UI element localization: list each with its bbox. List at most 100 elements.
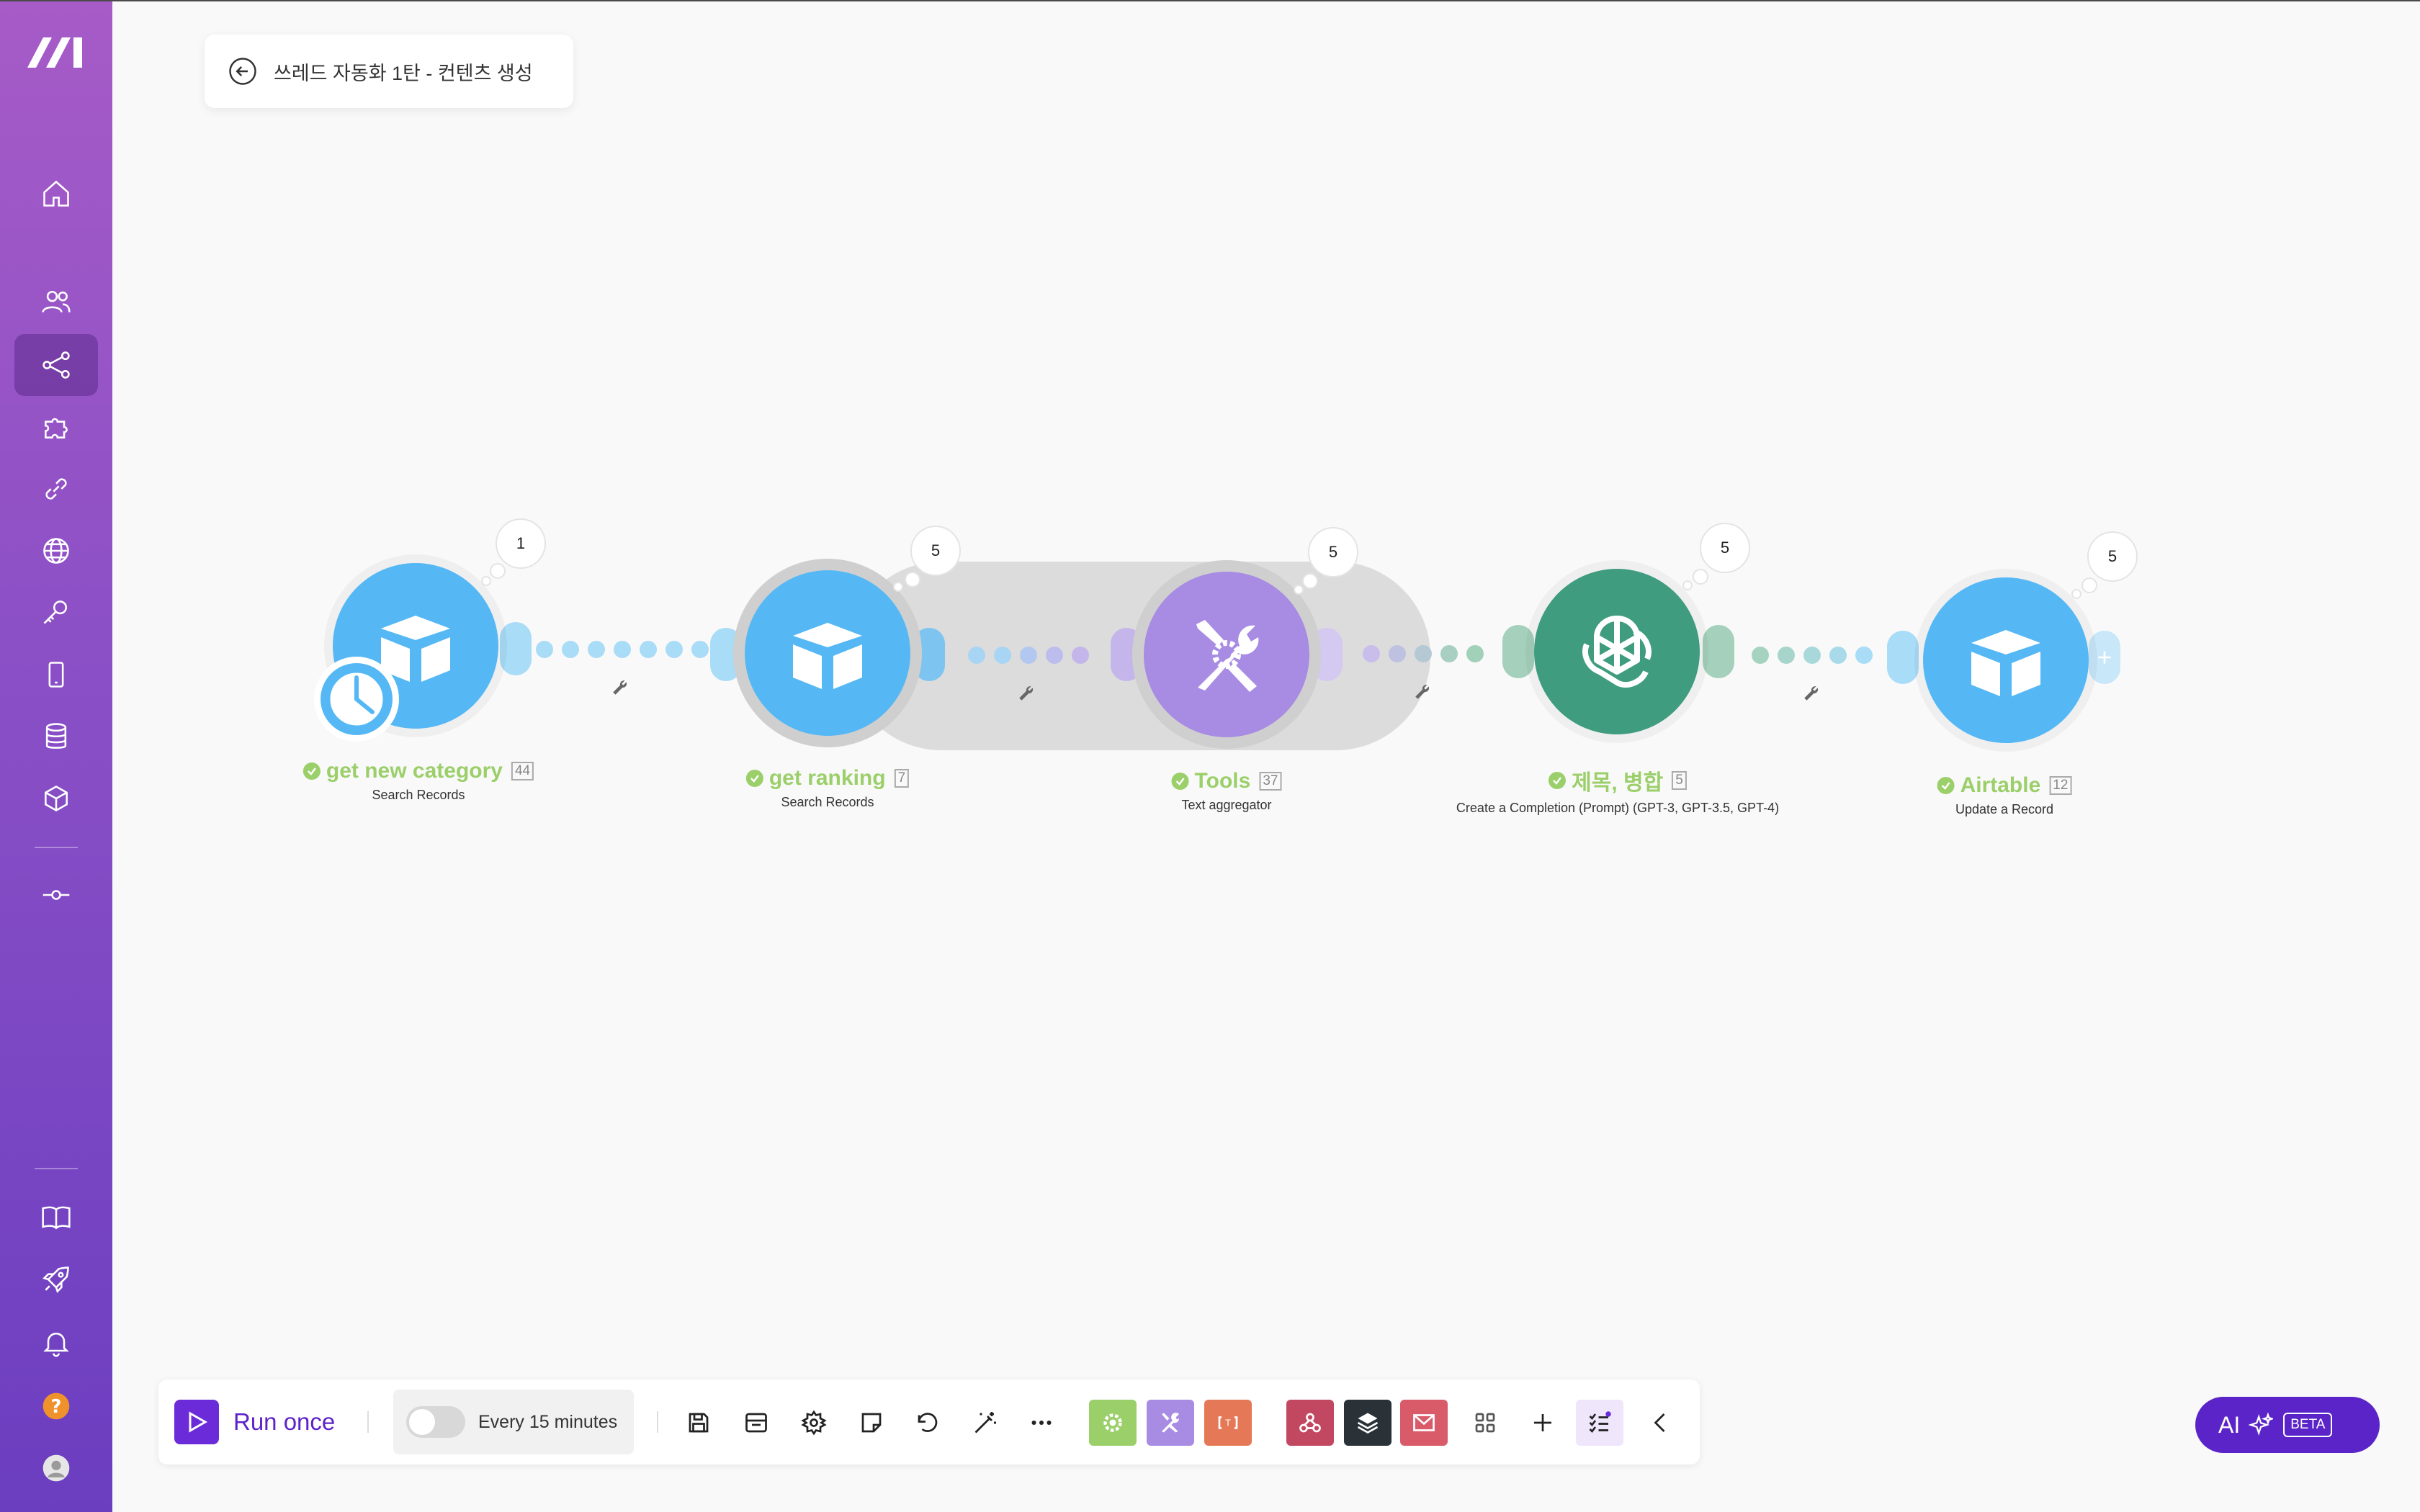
connection-dot [666, 641, 683, 658]
scenario-settings-button[interactable] [795, 1404, 833, 1441]
connection-dot [1440, 645, 1458, 662]
notes-button[interactable] [853, 1404, 890, 1441]
webhooks-tool[interactable] [1286, 1400, 1334, 1446]
sidebar-keys[interactable] [14, 582, 98, 644]
sidebar-help[interactable]: ? [14, 1375, 98, 1437]
sidebar-devices[interactable] [14, 644, 98, 706]
module-tools[interactable] [1144, 572, 1309, 737]
beta-badge: BETA [2283, 1413, 2333, 1437]
tools-tool[interactable] [1147, 1400, 1194, 1446]
operations-bubble[interactable]: 5 [1700, 523, 1750, 573]
module-name[interactable]: Tools [1194, 769, 1251, 793]
save-button[interactable] [680, 1404, 717, 1441]
sidebar-scenarios[interactable] [14, 334, 98, 396]
module-openai[interactable] [1534, 569, 1700, 734]
svg-text:T: T [1224, 1418, 1231, 1428]
wrench-icon[interactable] [1413, 683, 1432, 701]
node-input-port[interactable] [1111, 628, 1142, 681]
webhooks-icon [43, 538, 69, 564]
schedule-clock-badge[interactable] [314, 657, 399, 742]
connection-dot [1752, 647, 1769, 664]
scenario-title[interactable]: 쓰레드 자동화 1탄 - 컨텐츠 생성 [274, 62, 533, 84]
sidebar-flow-control[interactable] [14, 864, 98, 926]
toolbar-divider [367, 1411, 369, 1433]
datastores-icon [45, 723, 67, 749]
module-id: 5 [1672, 771, 1687, 790]
run-once-button[interactable]: Run once [174, 1400, 335, 1444]
airtable-box-icon [793, 623, 862, 689]
bubble-tail [1693, 569, 1708, 585]
collapse-toolbar-button[interactable] [1642, 1404, 1680, 1441]
airtable-box-icon [1971, 630, 2040, 696]
module-name[interactable]: get ranking [768, 766, 886, 790]
note-icon [861, 1413, 882, 1433]
bubble-tail [1682, 580, 1693, 590]
bubble-tail [2071, 589, 2081, 599]
module-subtitle: Create a Completion (Prompt) (GPT-3, GPT… [1456, 801, 1780, 815]
wrench-icon[interactable] [611, 678, 629, 697]
sidebar-docs[interactable] [14, 1187, 98, 1248]
node-output-port[interactable] [913, 628, 945, 681]
schedule-control: Every 15 minutes [393, 1390, 634, 1454]
sidebar-datastructures[interactable] [14, 768, 98, 829]
auto-align-button[interactable] [967, 1404, 1004, 1441]
undo-button[interactable] [909, 1404, 946, 1441]
sidebar-webhooks[interactable] [14, 520, 98, 582]
play-icon [174, 1400, 219, 1444]
module-name[interactable]: Airtable [1960, 773, 2041, 797]
scenarios-icon [42, 351, 70, 379]
checklist-button[interactable] [1576, 1400, 1623, 1446]
node-output-port[interactable] [500, 622, 532, 675]
make-logo-icon[interactable] [27, 32, 85, 75]
operations-bubble[interactable]: 5 [2087, 531, 2138, 582]
wrench-icon[interactable] [1017, 684, 1036, 703]
webhook-icon [1299, 1413, 1321, 1433]
operations-bubble[interactable]: 5 [910, 526, 961, 576]
airtable-box-icon [381, 616, 450, 682]
add-module-button[interactable] [1524, 1404, 1561, 1441]
sidebar-team[interactable] [14, 271, 98, 333]
home-icon [43, 180, 69, 207]
connection-dot [691, 641, 709, 658]
node-output-port[interactable] [1703, 625, 1734, 678]
text-parser-tool[interactable]: T [1204, 1400, 1252, 1446]
more-apps-button[interactable] [1466, 1404, 1504, 1441]
connection-dot [614, 641, 631, 658]
clock-icon [321, 663, 393, 735]
schedule-toggle[interactable] [406, 1406, 465, 1438]
sidebar-home[interactable] [14, 163, 98, 225]
sidebar-notifications[interactable] [14, 1312, 98, 1374]
wrench-icon[interactable] [1802, 684, 1821, 703]
module-name[interactable]: 제목, 병합 [1572, 771, 1664, 795]
text-parser-icon: T [1218, 1416, 1238, 1429]
module-get-ranking[interactable] [745, 570, 910, 736]
bubble-tail [481, 576, 491, 586]
node-input-port[interactable] [1887, 631, 1919, 684]
email-tool[interactable] [1400, 1400, 1448, 1446]
node-output-port[interactable] [1311, 628, 1343, 681]
flow-control-tool[interactable] [1089, 1400, 1137, 1446]
ai-assistant-button[interactable]: AI BETA [2195, 1397, 2380, 1453]
sidebar-templates[interactable] [14, 396, 98, 458]
module-name[interactable]: get new category [326, 759, 503, 783]
more-button[interactable] [1023, 1404, 1060, 1441]
plus-icon[interactable] [2095, 648, 2114, 667]
sidebar-profile[interactable] [14, 1437, 98, 1499]
sidebar-datastores[interactable] [14, 706, 98, 768]
back-button[interactable] [226, 55, 259, 88]
sidebar-connections[interactable] [14, 458, 98, 520]
connection-dot [1389, 645, 1406, 662]
module-airtable-update[interactable] [1923, 577, 2089, 743]
json-tool[interactable] [1344, 1400, 1392, 1446]
node-input-port[interactable] [710, 628, 742, 681]
layers-icon [1357, 1413, 1379, 1434]
sidebar-whats-new[interactable] [14, 1248, 98, 1310]
schedule-label[interactable]: Every 15 minutes [478, 1411, 618, 1432]
operations-bubble[interactable]: 1 [496, 518, 546, 569]
devices-icon [48, 662, 64, 688]
node-input-port[interactable] [1502, 625, 1534, 678]
scheduling-settings-button[interactable] [738, 1404, 775, 1441]
operations-bubble[interactable]: 5 [1308, 527, 1358, 577]
